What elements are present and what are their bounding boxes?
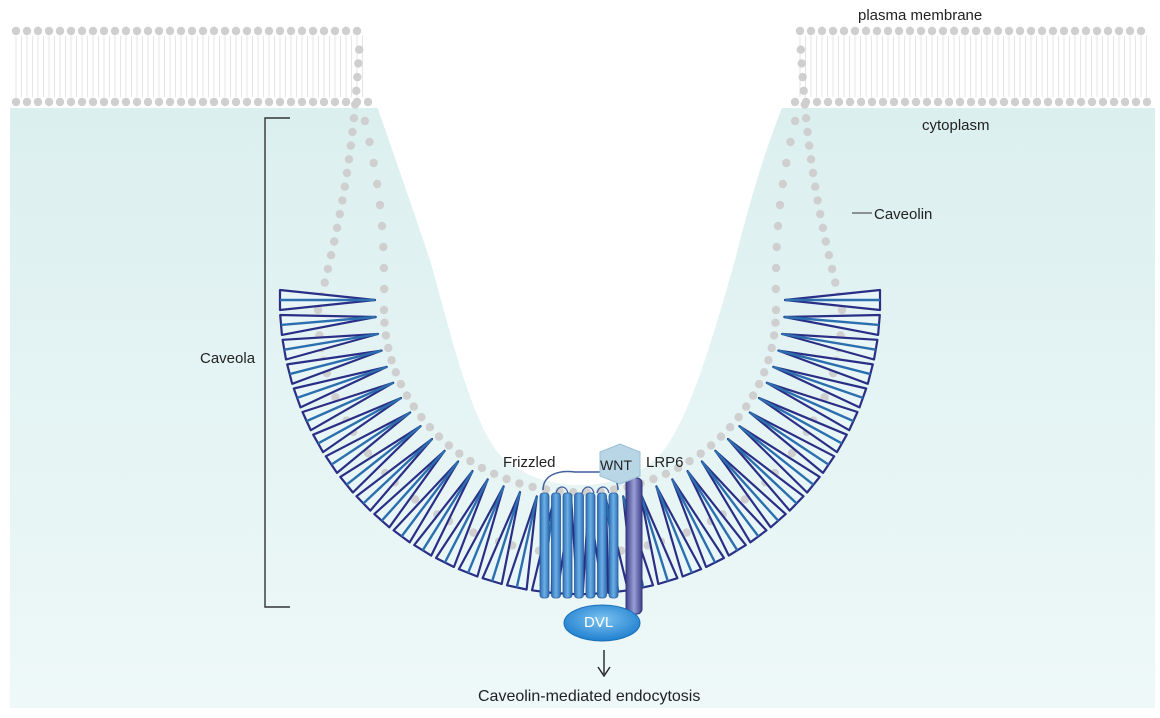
frizzled-helix [563,493,572,598]
lrp6-label: LRP6 [646,455,684,470]
wnt-label: WNT [600,458,632,472]
caveolin-label: Caveolin [874,207,932,222]
dvl-label: DVL [584,615,613,630]
caveola-label: Caveola [200,351,255,366]
frizzled-helix [552,493,561,598]
plasma-membrane-label: plasma membrane [858,8,982,23]
frizzled-helix [609,493,618,598]
cytoplasm-label: cytoplasm [922,118,990,133]
frizzled-helix [586,493,595,598]
lrp6-coreceptor [626,478,642,614]
frizzled-helix [598,493,607,598]
frizzled-helix [575,493,584,598]
frizzled-helix [540,493,549,598]
frizzled-label: Frizzled [503,455,556,470]
endocytosis-label: Caveolin-mediated endocytosis [478,689,700,705]
